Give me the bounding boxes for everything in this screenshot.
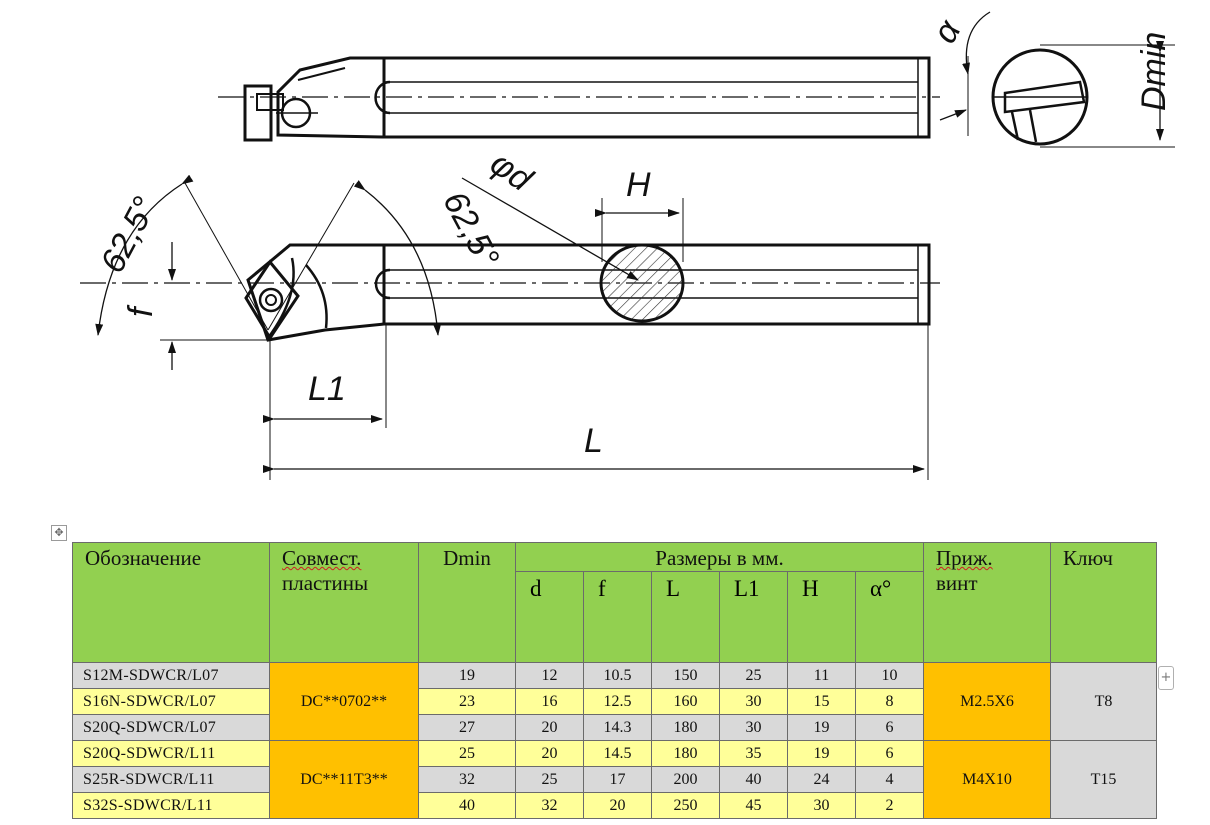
l1-label: L1 [308,370,346,408]
cell-L1: 40 [719,766,788,793]
f-label: f [122,304,160,317]
cell-alpha: 6 [855,714,924,741]
table-row: S25R-SDWCR/L11 32 25 17 200 40 24 4 [72,766,1157,793]
cell-alpha: 8 [855,688,924,715]
cell-L: 250 [651,792,720,819]
cell-d: 25 [515,766,584,793]
cell-d: 16 [515,688,584,715]
cell-code: S25R-SDWCR/L11 [72,766,270,793]
header-key: Ключ [1050,542,1157,663]
cell-L1: 30 [719,688,788,715]
header-row-1: Обозначение Совмест.пластины Dmin Размер… [72,542,1157,663]
cell-L: 200 [651,766,720,793]
header-f: f [583,571,652,663]
cell-code: S12M-SDWCR/L07 [72,662,270,689]
cell-L1: 45 [719,792,788,819]
cell-key: T15 [1050,740,1157,819]
cell-f: 17 [583,766,652,793]
phi-d-label: φd [483,144,539,199]
cell-d: 32 [515,792,584,819]
cell-code: S32S-SDWCR/L11 [72,792,270,819]
header-screw-line2: винт [936,571,978,595]
l-label: L [584,422,603,460]
end-view [939,11,1175,148]
cell-H: 19 [787,714,856,741]
specification-table: Обозначение Совмест.пластины Dmin Размер… [72,542,1157,819]
table-row: S20Q-SDWCR/L11 DC**11T3** 25 20 14.5 180… [72,740,1157,819]
angle-left-label: 62,5° [93,191,164,279]
cell-dmin: 23 [418,688,516,715]
technical-drawing: α Dmin φd H 62,5° 62,5° f L1 [80,11,1175,480]
cell-L: 160 [651,688,720,715]
cell-L1: 25 [719,662,788,689]
header-designation: Обозначение [72,542,270,663]
cell-key: T8 [1050,662,1157,741]
cell-dmin: 27 [418,714,516,741]
h-label: H [626,166,651,204]
header-compatible-inserts: Совмест.пластины [269,542,419,663]
cell-dmin: 25 [418,740,516,767]
cell-code: S20Q-SDWCR/L11 [72,740,270,767]
cell-H: 11 [787,662,856,689]
header-L: L [651,571,720,663]
add-row-button[interactable]: + [1158,666,1174,690]
header-dmin: Dmin [418,542,516,663]
header-screw-line1: Приж. [936,546,993,570]
cell-f: 10.5 [583,662,652,689]
cell-d: 12 [515,662,584,689]
header-row-2: d f L L1 H α° [73,571,1157,663]
main-view [80,174,940,480]
cell-H: 30 [787,792,856,819]
header-H: H [787,571,856,663]
cell-f: 14.5 [583,740,652,767]
cell-code: S20Q-SDWCR/L07 [72,714,270,741]
cell-L1: 30 [719,714,788,741]
header-L1: L1 [719,571,788,663]
table-move-handle[interactable]: ✥ [51,525,67,541]
cell-L: 150 [651,662,720,689]
header-compat-line2: пластины [282,571,369,595]
cell-dmin: 40 [418,792,516,819]
cell-alpha: 10 [855,662,924,689]
cell-f: 12.5 [583,688,652,715]
cell-alpha: 4 [855,766,924,793]
cell-insert: DC**11T3** [269,740,419,819]
cell-screw: M4X10 [923,740,1051,819]
header-dimensions: Размеры в мм. [515,542,924,572]
alpha-label: α [926,12,969,49]
cell-dmin: 19 [418,662,516,689]
cell-L: 180 [651,714,720,741]
cell-screw: M2.5X6 [923,662,1051,741]
top-view [218,56,940,142]
cell-d: 20 [515,714,584,741]
cell-H: 24 [787,766,856,793]
cell-L1: 35 [719,740,788,767]
cell-H: 19 [787,740,856,767]
cell-f: 14.3 [583,714,652,741]
table-row: S32S-SDWCR/L11 40 32 20 250 45 30 2 [72,792,1157,819]
cell-alpha: 2 [855,792,924,819]
cell-dmin: 32 [418,766,516,793]
angle-right-label: 62,5° [435,185,506,273]
cell-code: S16N-SDWCR/L07 [72,688,270,715]
dmin-label: Dmin [1135,32,1173,111]
header-d: d [515,571,584,663]
cell-H: 15 [787,688,856,715]
header-compat-line1: Совмест. [282,546,362,570]
cell-d: 20 [515,740,584,767]
cell-f: 20 [583,792,652,819]
table-row: S12M-SDWCR/L07 DC**0702** 19 12 10.5 150… [72,662,1157,741]
header-clamp-screw: Приж.винт [923,542,1051,663]
header-alpha: α° [855,571,924,663]
cell-L: 180 [651,740,720,767]
cell-alpha: 6 [855,740,924,767]
cell-insert: DC**0702** [269,662,419,741]
